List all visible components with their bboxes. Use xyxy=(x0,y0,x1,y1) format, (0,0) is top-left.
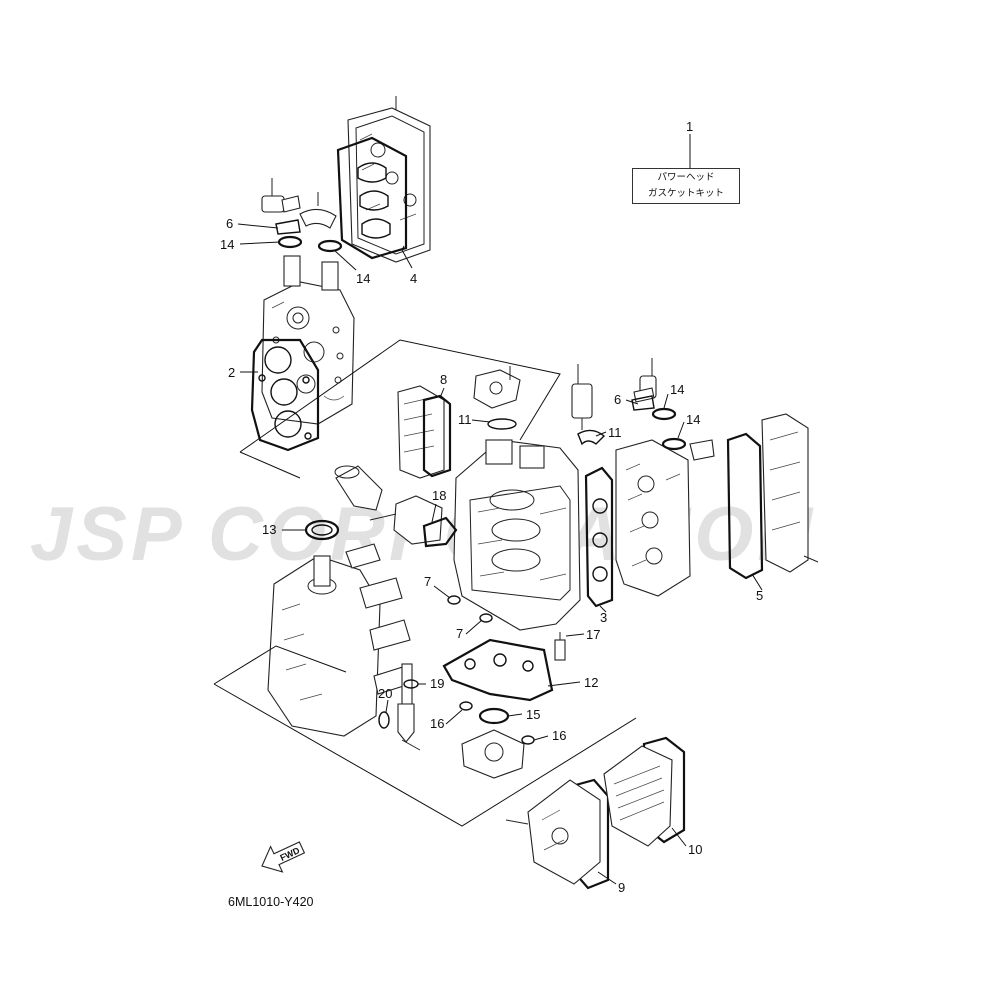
callout-2: 2 xyxy=(228,365,235,380)
oring-16-b xyxy=(521,735,535,745)
cover-9 xyxy=(505,779,601,885)
seal-14-left-b xyxy=(317,239,343,253)
oring-7-b xyxy=(479,613,493,623)
head-cover-gasket-5 xyxy=(726,432,764,580)
cover-10 xyxy=(603,745,673,847)
oil-filter xyxy=(334,465,383,511)
callout-3: 3 xyxy=(600,610,607,625)
oring-7-a xyxy=(447,595,461,605)
head-cover-gasket-4 xyxy=(336,136,408,260)
callout-20: 20 xyxy=(378,686,392,701)
callout-11-center: 11 xyxy=(458,412,472,427)
callout-4: 4 xyxy=(410,271,417,286)
thermostat-housing xyxy=(473,366,521,409)
fwd-arrow-icon: FWD xyxy=(261,841,306,873)
leader-lines xyxy=(237,134,763,885)
callout-12: 12 xyxy=(584,675,598,690)
callout-14-left-a: 14 xyxy=(220,237,234,252)
callout-14-right-b: 14 xyxy=(686,412,700,427)
callout-19: 19 xyxy=(430,676,444,691)
dipstick-guide xyxy=(397,663,421,751)
exhaust-gasket-12 xyxy=(442,638,554,702)
group-frame-upper xyxy=(239,339,561,479)
kit-label-line1: パワーヘッド xyxy=(657,172,715,183)
cylinder-block xyxy=(453,439,581,631)
group-frame-lower xyxy=(213,645,637,827)
diagram-code: 6ML1010-Y420 xyxy=(228,895,314,909)
seal-13 xyxy=(304,519,340,541)
callout-5: 5 xyxy=(756,588,763,603)
oil-pump xyxy=(461,729,525,779)
gasket-6-left xyxy=(275,219,301,235)
callout-11-right: 11 xyxy=(608,425,622,440)
seal-14-left-a xyxy=(277,235,303,249)
callout-9: 9 xyxy=(618,880,625,895)
gasket-8 xyxy=(422,394,452,478)
seal-14-right-b xyxy=(661,437,715,461)
water-jacket-cover xyxy=(397,385,445,479)
head-cover-left xyxy=(347,96,431,263)
callout-14-right-a: 14 xyxy=(670,382,684,397)
callout-17: 17 xyxy=(586,627,600,642)
cylinder-head-right xyxy=(615,439,691,597)
bolt-17 xyxy=(554,632,566,661)
callout-6-left: 6 xyxy=(226,216,233,231)
crankshaft-crankcase xyxy=(267,543,411,737)
callout-16-b: 16 xyxy=(552,728,566,743)
seal-15 xyxy=(478,707,510,725)
callout-16-a: 16 xyxy=(430,716,444,731)
oring-16-a xyxy=(459,701,473,711)
sensor-right-a xyxy=(571,364,593,430)
gasket-kit-label-box: パワーヘッド ガスケットキット xyxy=(632,168,740,204)
callout-kit-ref: 1 xyxy=(686,119,693,134)
seal-14-right-a xyxy=(651,407,677,421)
callout-7-a: 7 xyxy=(424,574,431,589)
oring-20 xyxy=(378,711,390,729)
gasket-18 xyxy=(422,516,458,548)
callout-15: 15 xyxy=(526,707,540,722)
gasket-11-center xyxy=(487,418,517,430)
gasket-11-right xyxy=(577,429,606,446)
callout-18: 18 xyxy=(432,488,446,503)
callout-6-right: 6 xyxy=(614,392,621,407)
callout-10: 10 xyxy=(688,842,702,857)
sensor-right-b xyxy=(633,358,657,403)
gasket-6-right xyxy=(631,395,655,411)
kit-label-line2: ガスケットキット xyxy=(647,188,724,199)
head-cover-right xyxy=(761,413,819,573)
callout-8: 8 xyxy=(440,372,447,387)
cylinder-head-gasket-2 xyxy=(250,338,320,452)
callout-14-left-b: 14 xyxy=(356,271,370,286)
oil-filter-bracket xyxy=(369,495,443,545)
cylinder-head-gasket-3 xyxy=(584,466,614,608)
sensor-upper-left xyxy=(261,178,337,229)
callout-7-b: 7 xyxy=(456,626,463,641)
callout-13: 13 xyxy=(262,522,276,537)
